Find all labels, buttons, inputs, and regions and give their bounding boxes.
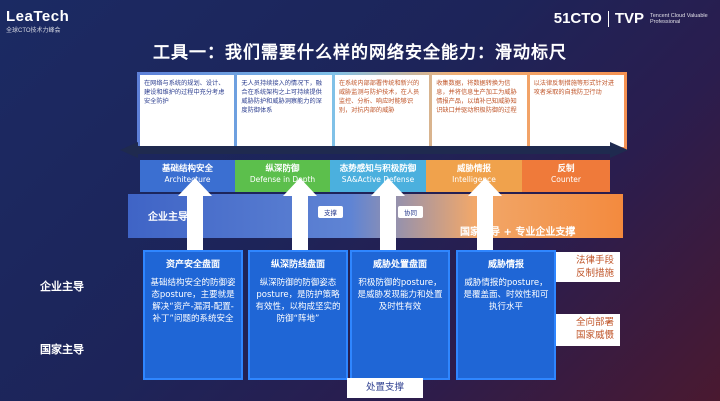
card-architecture: 在网络与系统的规划、设计、建设和维护的过程中充分考虑安全防护 — [140, 75, 235, 147]
card-desc: 积极防御的posture，是威胁发现能力和处置及时性有效 — [357, 278, 443, 312]
leatech-brand: LeaTech — [6, 8, 70, 25]
up-arrow-icon — [468, 178, 502, 252]
segment-counter: 反制 Counter — [522, 160, 610, 192]
card-desc: 威胁情报的posture，是覆盖面、时效性和可执行水平 — [463, 278, 549, 312]
segment-zh: 基础结构安全 — [161, 164, 213, 174]
card-desc: 纵深防御的防御姿态posture，是防护策略有效性，以构成坚实的防御“阵地” — [255, 278, 341, 324]
asset-security-card: 资产安全盘面 基础结构安全的防御姿态posture，主要就是解决“资产-漏洞-配… — [143, 250, 243, 380]
segment-zh: 威胁情报 — [456, 164, 491, 174]
collab-pill: 协同 — [398, 206, 423, 218]
segment-zh: 纵深防御 — [265, 164, 300, 174]
card-intelligence: 收集数据，将数据转换为信息，并将信息生产加工为威胁情报产品，以填补已知威胁知识缺… — [432, 75, 527, 147]
up-arrow-icon — [178, 178, 212, 252]
segment-zh: 反制 — [557, 164, 575, 174]
segment-en: Counter — [551, 175, 581, 184]
up-arrow-icon — [283, 178, 317, 252]
segment-en: Defense in Depth — [249, 175, 316, 184]
card-title: 纵深防线盘面 — [270, 260, 325, 270]
leadership-bar — [128, 194, 623, 238]
tvp-logo: TVP — [614, 10, 644, 27]
card-title: 资产安全盘面 — [165, 260, 220, 270]
leatech-logo: LeaTech 全球CTO技术力峰会 — [6, 8, 69, 34]
slide-title: 工具一：我们需要什么样的网络安全能力：滑动标尺 — [153, 43, 567, 63]
enterprise-lead-text: 企业主导 — [148, 212, 188, 223]
top-cards: 在网络与系统的规划、设计、建设和维护的过程中充分考虑安全防护 无人员持续接入的情… — [137, 72, 627, 150]
side-label-enterprise: 企业主导 — [40, 280, 84, 293]
card-defense-depth: 无人员持续接入的情况下，融合在系统架构之上可持续提供威胁防护和威胁洞察能力的深度… — [237, 75, 332, 147]
partner-logos: 51CTO TVP Tencent Cloud Valuable Profess… — [554, 10, 712, 27]
card-desc: 基础结构安全的防御姿态posture，主要就是解决“资产-漏洞-配置-补丁”问题… — [150, 278, 236, 324]
tvp-sub: Tencent Cloud Valuable Professional — [650, 12, 708, 25]
side-label-state: 国家主导 — [40, 343, 84, 356]
threat-intel-card: 威胁情报 威胁情报的posture，是覆盖面、时效性和可执行水平 — [456, 250, 556, 380]
logo-divider — [607, 10, 609, 27]
defense-line-card: 纵深防线盘面 纵深防御的防御姿态posture，是防护策略有效性，以构成坚实的防… — [248, 250, 348, 380]
card-active-defense: 在系统内部部署传统和新兴的威胁监测与防护技术，在人员监控、分析、响应时能够识别，… — [334, 75, 430, 147]
51cto-logo: 51CTO — [553, 10, 602, 27]
support-pill: 支撑 — [318, 206, 343, 218]
state-lead-text: 国家主导 + 专业企业支撑 — [460, 227, 576, 238]
card-title: 威胁情报 — [487, 260, 524, 270]
threat-response-card: 威胁处置盘面 积极防御的posture，是威胁发现能力和处置及时性有效 — [350, 250, 450, 380]
up-arrow-icon — [371, 178, 405, 252]
card-counter: 以法律反制措施等形式针对进攻者采取的自我防卫行动 — [529, 75, 625, 147]
double-arrow-icon — [120, 142, 628, 158]
response-support-label: 处置支撑 — [347, 378, 423, 398]
card-title: 威胁处置盘面 — [372, 260, 427, 270]
segment-zh: 态势感知与积极防御 — [339, 164, 417, 174]
leatech-sub: 全球CTO技术力峰会 — [6, 28, 61, 34]
